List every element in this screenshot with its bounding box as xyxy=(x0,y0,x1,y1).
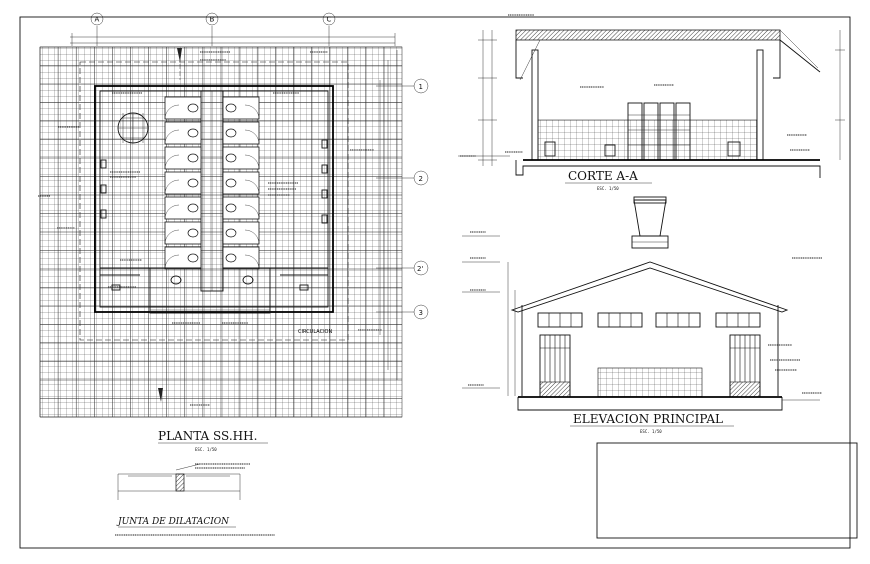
elevation-base xyxy=(517,397,783,411)
door-swing xyxy=(244,229,260,245)
axis-label-c: C xyxy=(327,16,332,24)
toilet-bowl xyxy=(225,103,237,113)
sheet-border xyxy=(19,16,851,549)
axis-label-3: 3 xyxy=(419,309,423,317)
toilet-bowl xyxy=(187,128,199,138)
plan-dimensions-top xyxy=(70,26,396,46)
section-a-a: CORTE A-A ESC. 1/50 xyxy=(458,29,845,191)
toilet-bowl xyxy=(187,253,199,263)
door-swing xyxy=(244,204,260,220)
elevation-central-panel xyxy=(597,367,703,398)
axis-bubble-c xyxy=(322,12,336,26)
stall-right xyxy=(222,246,260,270)
stall-right xyxy=(222,196,260,220)
joint-title: JUNTA DE DILATACION xyxy=(116,517,230,527)
toilet-bowl xyxy=(225,128,237,138)
section-scale: ESC. 1/50 xyxy=(597,186,619,191)
plan-scale: ESC. 1/50 xyxy=(195,447,217,452)
axis-bubble-a xyxy=(90,12,104,26)
stall-right xyxy=(222,121,260,145)
door-swing xyxy=(164,179,180,195)
door-swing xyxy=(164,129,180,145)
door-swing xyxy=(164,254,180,270)
axis-label-a: A xyxy=(95,16,100,24)
axis-label-b: B xyxy=(210,16,215,24)
section-title: CORTE A-A xyxy=(568,169,638,183)
stall-right xyxy=(222,221,260,245)
door-grill-bars xyxy=(540,335,760,382)
door-swing xyxy=(244,179,260,195)
elevation-scale: ESC. 1/50 xyxy=(640,429,662,434)
grid-axis-numbers: 1 2 2' 3 xyxy=(413,78,429,320)
door-swing xyxy=(164,104,180,120)
axis-bubble-b xyxy=(205,12,219,26)
window-mullions xyxy=(548,313,750,327)
door-swing xyxy=(244,104,260,120)
toilet-bowl xyxy=(187,228,199,238)
stall-right xyxy=(222,96,260,120)
stall-left xyxy=(164,96,202,120)
elevation-principal: ELEVACION PRINCIPAL ESC. 1/50 xyxy=(462,196,820,434)
door-swing xyxy=(244,129,260,145)
floor-plan: A B C 1 2 2' 3 xyxy=(38,12,822,536)
water-tank xyxy=(633,199,667,237)
door-swing xyxy=(244,154,260,170)
gable-roof xyxy=(510,261,789,313)
toilet-bowl xyxy=(187,203,199,213)
door-swing xyxy=(164,204,180,220)
door-swing xyxy=(244,254,260,270)
door-swing xyxy=(164,154,180,170)
toilet-bowl xyxy=(187,103,199,113)
plan-annotations xyxy=(38,14,822,536)
section-column-left xyxy=(531,49,539,161)
axis-label-2: 2 xyxy=(419,175,423,183)
stall-left xyxy=(164,146,202,170)
toilet-bowl xyxy=(225,178,237,188)
roof-outline xyxy=(79,61,349,341)
axis-label-1: 1 xyxy=(419,83,423,91)
toilet-bowl xyxy=(225,153,237,163)
stall-left xyxy=(164,221,202,245)
urinals xyxy=(100,139,328,224)
toilet-bowl xyxy=(187,153,199,163)
section-tile-wall xyxy=(537,119,758,161)
section-roof-slab xyxy=(515,29,781,41)
section-column-right xyxy=(756,49,764,161)
elevation-level-marks xyxy=(462,235,516,396)
skylight-grid xyxy=(118,113,148,143)
plan-title: PLANTA SS.HH. xyxy=(158,429,257,443)
door-swing xyxy=(164,229,180,245)
bottom-partitions xyxy=(100,267,328,307)
stall-right xyxy=(222,146,260,170)
toilet-bowl xyxy=(225,228,237,238)
toilet-bowl xyxy=(187,178,199,188)
axis-label-2-prime: 2' xyxy=(417,265,423,273)
stall-right xyxy=(222,171,260,195)
section-toilets xyxy=(544,141,741,157)
junta-de-dilatacion-detail: JUNTA DE DILATACION xyxy=(116,463,241,528)
section-dimensions xyxy=(458,30,845,166)
stall-left xyxy=(164,246,202,270)
stall-left xyxy=(164,121,202,145)
toilet-bowl xyxy=(225,253,237,263)
building-outer-wall xyxy=(94,85,334,313)
stall-left xyxy=(164,196,202,220)
section-cut-marks xyxy=(158,48,182,402)
section-floor xyxy=(515,160,821,178)
toilet-stalls xyxy=(164,96,260,270)
title-block xyxy=(596,442,858,539)
plan-label-circulacion: CIRCULACION xyxy=(298,329,332,335)
grid-axis-letters: A B C xyxy=(90,12,336,26)
stall-left xyxy=(164,171,202,195)
elevation-title: ELEVACION PRINCIPAL xyxy=(573,412,723,426)
toilet-bowl xyxy=(225,203,237,213)
